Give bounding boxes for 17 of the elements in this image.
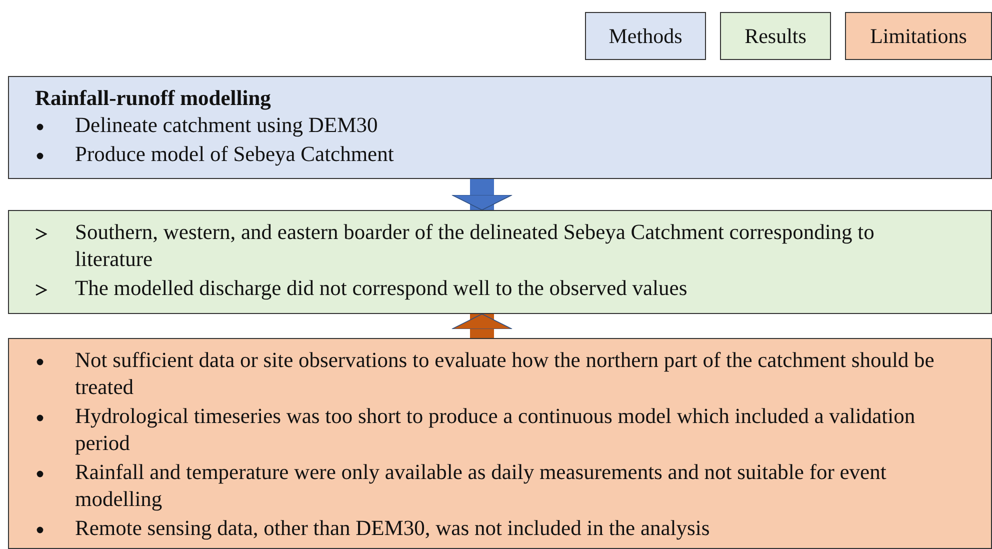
legend-item: Results [720, 12, 831, 60]
text-box [8, 76, 992, 179]
legend-item: Methods [585, 12, 706, 60]
list-item: Produce model of Sebeya Catchment [75, 142, 394, 166]
box-heading: Rainfall-runoff modelling [35, 85, 272, 112]
list-item: Rainfall and temperature were only available as daily measurements and not suitable for event modelling [75, 460, 886, 511]
block-arrow [452, 314, 512, 338]
list-item: Hydrological timeseries was too short to produce a continuous model which included a validation period [75, 404, 916, 455]
list-item: Not sufficient data or site observations to evaluate how the northern part of the catchment should be treated [75, 348, 934, 399]
legend-item: Limitations [845, 12, 992, 60]
text-box [8, 338, 992, 549]
list-item: Remote sensing data, other than DEM30, was not included in the analysis [75, 516, 710, 540]
list-item: The modelled discharge did not correspond well to the observed values [75, 276, 688, 300]
block-arrow [452, 179, 512, 210]
list-item: Southern, western, and eastern boarder of the delineated Sebeya Catchment corresponding to literature [75, 220, 874, 271]
list-item: Delineate catchment using DEM30 [75, 113, 378, 137]
text-box [8, 210, 992, 314]
